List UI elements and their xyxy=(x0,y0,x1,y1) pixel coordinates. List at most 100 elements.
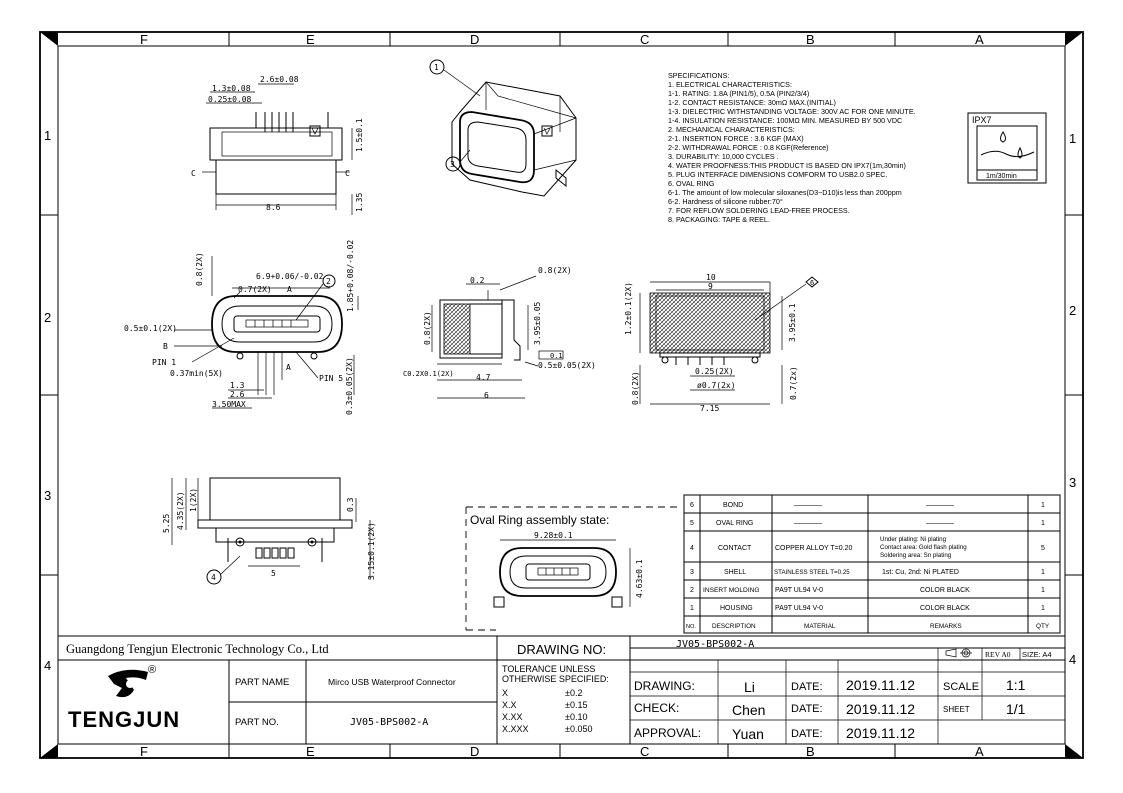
dim-label-3-95-section: 3.95±0.05 xyxy=(533,301,542,345)
bom-row-6-desc: BOND xyxy=(723,502,743,509)
sheet-value: 1/1 xyxy=(1006,701,1026,717)
dim-label-3-5max: 3.50MAX xyxy=(212,400,246,409)
pin-5-label: PIN 5 xyxy=(319,374,343,383)
bom-table xyxy=(683,494,1061,634)
dim-label-10: 10 xyxy=(706,273,716,282)
part-no-value: JV05-BPS002-A xyxy=(350,717,428,728)
bom-row-6-remarks: ———— xyxy=(926,502,954,509)
bom-row-3-material: STAINLESS STEEL T=0.25 xyxy=(774,569,850,576)
date-value-3: 2019.11.12 xyxy=(846,725,915,741)
spec-line-0: SPECIFICATIONS: xyxy=(668,71,729,80)
part-no-label: PART NO. xyxy=(235,717,279,728)
tengjun-logo-icon xyxy=(108,669,148,698)
view-side-hatched xyxy=(639,276,819,405)
date-label-3: DATE: xyxy=(791,728,823,740)
column-label-d: D xyxy=(470,32,479,47)
bom-row-1-remarks: COLOR BLACK xyxy=(920,605,970,612)
dim-label-0-25: 0.25±0.08 xyxy=(208,95,252,104)
spec-line-4: 1-3. DIELECTRIC WITHSTANDING VOLTAGE: 30… xyxy=(668,107,916,116)
view-side-bottom xyxy=(171,477,371,585)
bom-header-description: DESCRIPTION xyxy=(712,623,756,630)
row-label-2: 2 xyxy=(44,310,51,325)
tolerance-key-4: X.XXX xyxy=(502,724,529,734)
dim-label-1-85: 1.85+0.08/-0.02 xyxy=(346,240,355,312)
dim-label-2-6: 2.6±0.08 xyxy=(260,75,299,84)
row-label-4-right: 4 xyxy=(1069,652,1076,667)
view-side-section xyxy=(431,275,564,399)
tolerance-key-1: X xyxy=(502,688,508,698)
dim-label-0-7: 0.7(2X) xyxy=(238,285,272,294)
spec-line-8: 2-2. WITHDRAWAL FORCE : 0.8 KGF(Referenc… xyxy=(668,143,829,152)
row-label-1: 1 xyxy=(44,128,51,143)
column-label-a-bottom: A xyxy=(975,744,984,759)
ipx7-title: IPX7 xyxy=(972,115,992,125)
date-label-2: DATE: xyxy=(791,703,823,715)
section-label-c-left: C xyxy=(191,169,196,178)
part-name-value: Mirco USB Waterproof Connector xyxy=(328,677,456,687)
dim-label-4-35: 4.35(2X) xyxy=(176,491,185,530)
tolerance-value-4: ±0.050 xyxy=(565,724,592,734)
dim-label-1-3-front: 1.3 xyxy=(230,381,245,390)
bom-row-3-desc: SHELL xyxy=(724,569,746,576)
dim-label-3-95-hatched: 3.95±0.1 xyxy=(788,303,797,342)
section-label-b: B xyxy=(163,342,168,351)
bom-row-2-desc: INSERT MOLDING xyxy=(703,587,760,594)
pin-1-label: PIN 1 xyxy=(152,358,176,367)
spec-line-13: 6-1. The amount of low molecular siloxan… xyxy=(668,188,902,197)
size-label: SIZE: A4 xyxy=(1022,650,1052,659)
column-label-e-bottom: E xyxy=(306,744,315,759)
bom-row-4-remarks-2: Contact area: Gold flash plating xyxy=(880,544,967,551)
bom-row-2-no: 2 xyxy=(690,587,694,594)
column-label-f: F xyxy=(140,32,148,47)
dim-label-0-3-right: 0.3±0.05(2X) xyxy=(345,357,354,415)
dim-label-1-2x: 1(2X) xyxy=(189,488,198,512)
spec-line-1: 1. ELECTRICAL CHARACTERISTICS: xyxy=(668,80,792,89)
balloon-6-label: 6 xyxy=(810,279,814,287)
dim-label-0-37: 0.37min(5X) xyxy=(170,369,223,378)
column-label-b-bottom: B xyxy=(806,744,815,759)
dim-label-0-8-top: 0.8(2X) xyxy=(195,252,204,286)
section-label-c-right: C xyxy=(345,169,350,178)
spec-line-3: 1-2. CONTACT RESISTANCE: 30mΩ MAX.(INITI… xyxy=(668,98,836,107)
bom-row-4-remarks-1: Under plating: Ni plating xyxy=(880,536,947,543)
company-name: Guangdong Tengjun Electronic Technology … xyxy=(66,642,329,656)
tolerance-value-1: ±0.2 xyxy=(565,688,582,698)
chamfer-label: C0.2X0.1(2X) xyxy=(403,370,454,378)
dim-label-1-5: 1.5±0.1 xyxy=(355,118,364,152)
bom-row-4-material: COPPER ALLOY T=0.20 xyxy=(775,545,852,552)
date-value-2: 2019.11.12 xyxy=(846,701,915,717)
row-label-3: 3 xyxy=(44,488,51,503)
revision-label: REV A0 xyxy=(985,650,1011,659)
spec-line-15: 7. FOR REFLOW SOLDERING LEAD-FREE PROCES… xyxy=(668,206,850,215)
dim-label-0-2: 0.2 xyxy=(470,276,485,285)
check-label: CHECK: xyxy=(634,701,679,715)
bom-row-5-material: ———— xyxy=(794,520,822,527)
dim-label-1-3: 1.3±0.08 xyxy=(212,84,251,93)
bom-row-4-qty: 5 xyxy=(1041,545,1045,552)
dim-label-phi-0-7: ø0.7(2x) xyxy=(697,381,736,390)
flatness-label: 0.1 xyxy=(550,352,563,360)
dim-label-0-25-hatched: 0.25(2X) xyxy=(695,367,734,376)
bom-row-6-qty: 1 xyxy=(1041,502,1045,509)
bom-row-5-qty: 1 xyxy=(1041,520,1045,527)
dim-label-1-35: 1.35 xyxy=(355,193,364,212)
column-label-c-bottom: C xyxy=(640,744,649,759)
balloon-1-label: 1 xyxy=(434,63,439,72)
tolerance-value-3: ±0.10 xyxy=(565,712,587,722)
dim-label-0-5-left: 0.5±0.1(2X) xyxy=(124,324,177,333)
balloon-2-label: 2 xyxy=(326,277,331,286)
row-label-4: 4 xyxy=(44,658,51,673)
bom-header-no: NO. xyxy=(686,624,696,630)
ipx7-badge xyxy=(967,112,1047,184)
spec-line-7: 2-1. INSERTION FORCE : 3.6 KGF (MAX) xyxy=(668,134,804,143)
row-label-1-right: 1 xyxy=(1069,131,1076,146)
bom-header-qty: QTY xyxy=(1036,623,1050,630)
projection-symbol-icon xyxy=(945,648,972,658)
bom-row-1-no: 1 xyxy=(690,605,694,612)
dim-label-4-7: 4.7 xyxy=(476,373,491,382)
part-name-label: PART NAME xyxy=(235,677,289,688)
approval-by-value: Yuan xyxy=(732,726,764,742)
dim-label-7-15: 7.15 xyxy=(700,404,719,413)
dim-label-6-9: 6.9+0.06/-0.02 xyxy=(256,272,324,281)
drawing-by-value: Li xyxy=(744,679,755,695)
